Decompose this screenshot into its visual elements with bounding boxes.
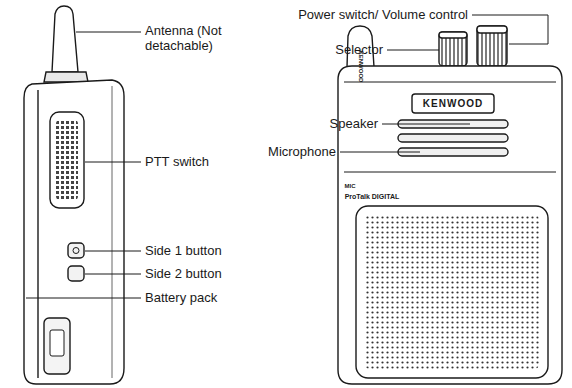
body-edge <box>112 86 113 378</box>
leader-line <box>85 251 141 252</box>
battery-seam <box>37 90 38 378</box>
leader-line <box>387 50 439 51</box>
leader-line <box>382 124 470 125</box>
side-1-button <box>68 243 84 258</box>
clip-slot <box>50 330 64 356</box>
model-text: ProTalk DIGITAL <box>345 193 400 201</box>
top-shoulder <box>344 82 556 83</box>
belt-clip <box>44 318 70 374</box>
front-view <box>338 26 562 384</box>
radio-body-front <box>338 66 562 384</box>
selector-cap <box>439 32 467 38</box>
part-label: Battery pack <box>145 291 217 306</box>
volume-knob <box>477 26 507 66</box>
leader-line <box>472 15 548 44</box>
leader-line <box>85 274 141 275</box>
side-2-button <box>68 266 84 281</box>
side-leaders <box>26 32 141 298</box>
antenna-base <box>44 72 88 82</box>
front-leaders <box>340 15 548 152</box>
volume-cap <box>477 26 507 33</box>
battery-seam <box>344 172 556 173</box>
battery-grille <box>364 214 540 370</box>
part-label: PTT switch <box>145 155 209 170</box>
brand-text: KENWOOD <box>423 98 483 110</box>
part-label: Microphone <box>268 145 336 160</box>
part-label: Side 1 button <box>145 244 222 259</box>
part-label: Power switch/ Volume control <box>298 8 468 23</box>
part-label: Speaker <box>330 117 378 132</box>
ptt-switch <box>50 112 84 208</box>
leader-line <box>76 32 141 33</box>
radio-body-side <box>24 80 124 384</box>
leader-line <box>340 152 420 153</box>
side-1-mark <box>73 248 79 254</box>
leader-line <box>85 162 141 163</box>
mic-mark: MIC <box>345 183 356 190</box>
brand-text: KENWOOD <box>358 50 365 82</box>
brand-badge <box>412 94 494 113</box>
leader-line <box>26 298 141 299</box>
battery-grille-frame <box>356 206 548 378</box>
ptt-texture <box>56 120 78 200</box>
antenna <box>52 6 78 72</box>
side-view <box>24 6 124 384</box>
part-label: Antenna (Not detachable) <box>145 24 245 54</box>
part-label: Side 2 button <box>145 267 222 282</box>
selector-knob <box>439 32 467 66</box>
speaker-slot <box>398 134 508 142</box>
